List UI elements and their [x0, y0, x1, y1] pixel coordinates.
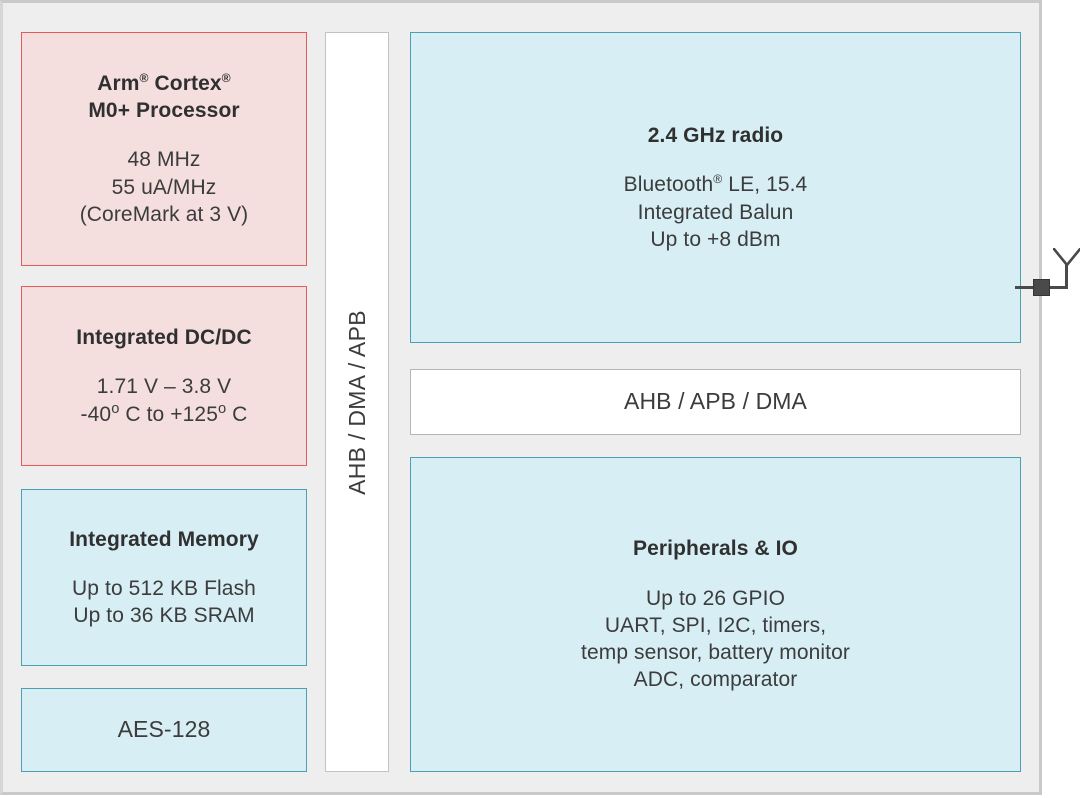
block-interconnect-bus[interactable]: AHB / DMA / APB	[325, 32, 389, 772]
dcdc-spec-temperature: -40o C to +125o C	[81, 401, 248, 428]
processor-specs: 48 MHz 55 uA/MHz (CoreMark at 3 V)	[80, 146, 249, 228]
peripherals-spec-analog: ADC, comparator	[633, 668, 798, 692]
aes-label: AES-128	[117, 716, 211, 743]
peripherals-spec-gpio: Up to 26 GPIO	[645, 586, 785, 610]
rf-antenna-group	[1015, 248, 1080, 304]
block-integrated-dcdc[interactable]: Integrated DC/DC 1.71 V – 3.8 V -40o C t…	[21, 286, 307, 466]
block-24ghz-radio[interactable]: 2.4 GHz radio Bluetooth® LE, 15.4 Integr…	[410, 32, 1021, 343]
processor-title-line2: M0+ Processor	[88, 99, 240, 123]
rf-trace-vertical	[1065, 263, 1068, 289]
radio-spec-protocols: Bluetooth® LE, 15.4	[624, 171, 808, 198]
registered-trademark-icon: ®	[139, 70, 149, 85]
radio-bluetooth-label: Bluetooth	[623, 173, 714, 197]
radio-le-154-label: LE, 15.4	[722, 173, 808, 197]
peripherals-spec-serial: UART, SPI, I2C, timers,	[604, 613, 827, 637]
block-aes-128[interactable]: AES-128	[21, 688, 307, 772]
block-integrated-memory[interactable]: Integrated Memory Up to 512 KB Flash Up …	[21, 489, 307, 666]
peripherals-spec-sensors: temp sensor, battery monitor	[581, 641, 850, 665]
block-peripherals-io[interactable]: Peripherals & IO Up to 26 GPIO UART, SPI…	[410, 457, 1021, 772]
memory-spec-flash: Up to 512 KB Flash	[72, 576, 256, 600]
degree-icon: o	[111, 400, 120, 417]
peripherals-title: Peripherals & IO	[633, 537, 798, 561]
processor-title: Arm® Cortex® M0+ Processor	[88, 70, 239, 125]
memory-spec-sram: Up to 36 KB SRAM	[73, 604, 255, 628]
memory-title: Integrated Memory	[69, 527, 259, 551]
soc-chip-panel: Arm® Cortex® M0+ Processor 48 MHz 55 uA/…	[0, 0, 1042, 795]
processor-spec-coremark: (CoreMark at 3 V)	[79, 202, 249, 226]
rf-antenna-pad	[1033, 279, 1050, 296]
dcdc-title: Integrated DC/DC	[76, 326, 252, 350]
antenna-icon	[1053, 248, 1080, 266]
peripherals-specs: Up to 26 GPIO UART, SPI, I2C, timers, te…	[581, 585, 850, 694]
processor-spec-clock: 48 MHz	[127, 148, 201, 172]
ahb-bus-label: AHB / APB / DMA	[624, 388, 807, 415]
dcdc-spec-voltage: 1.71 V – 3.8 V	[96, 375, 232, 399]
radio-spec-txpower: Up to +8 dBm	[650, 227, 781, 251]
radio-specs: Bluetooth® LE, 15.4 Integrated Balun Up …	[624, 171, 808, 253]
dcdc-specs: 1.71 V – 3.8 V -40o C to +125o C	[81, 373, 248, 428]
block-ahb-apb-dma-bus[interactable]: AHB / APB / DMA	[410, 369, 1021, 435]
dcdc-temp-unit: C	[226, 402, 248, 426]
block-arm-cortex-processor[interactable]: Arm® Cortex® M0+ Processor 48 MHz 55 uA/…	[21, 32, 307, 266]
memory-specs: Up to 512 KB Flash Up to 36 KB SRAM	[72, 575, 256, 630]
radio-spec-balun: Integrated Balun	[637, 200, 794, 224]
bus-vertical-label: AHB / DMA / APB	[343, 309, 370, 495]
processor-spec-current: 55 uA/MHz	[111, 175, 217, 199]
processor-title-arm: Arm	[97, 71, 140, 95]
degree-icon: o	[217, 400, 227, 417]
registered-trademark-icon: ®	[221, 70, 231, 85]
registered-trademark-icon: ®	[713, 172, 723, 187]
dcdc-temp-min: -40	[80, 402, 112, 426]
dcdc-temp-mid: C to +125	[119, 402, 218, 426]
radio-title: 2.4 GHz radio	[647, 123, 784, 147]
processor-title-cortex: Cortex	[148, 71, 222, 95]
